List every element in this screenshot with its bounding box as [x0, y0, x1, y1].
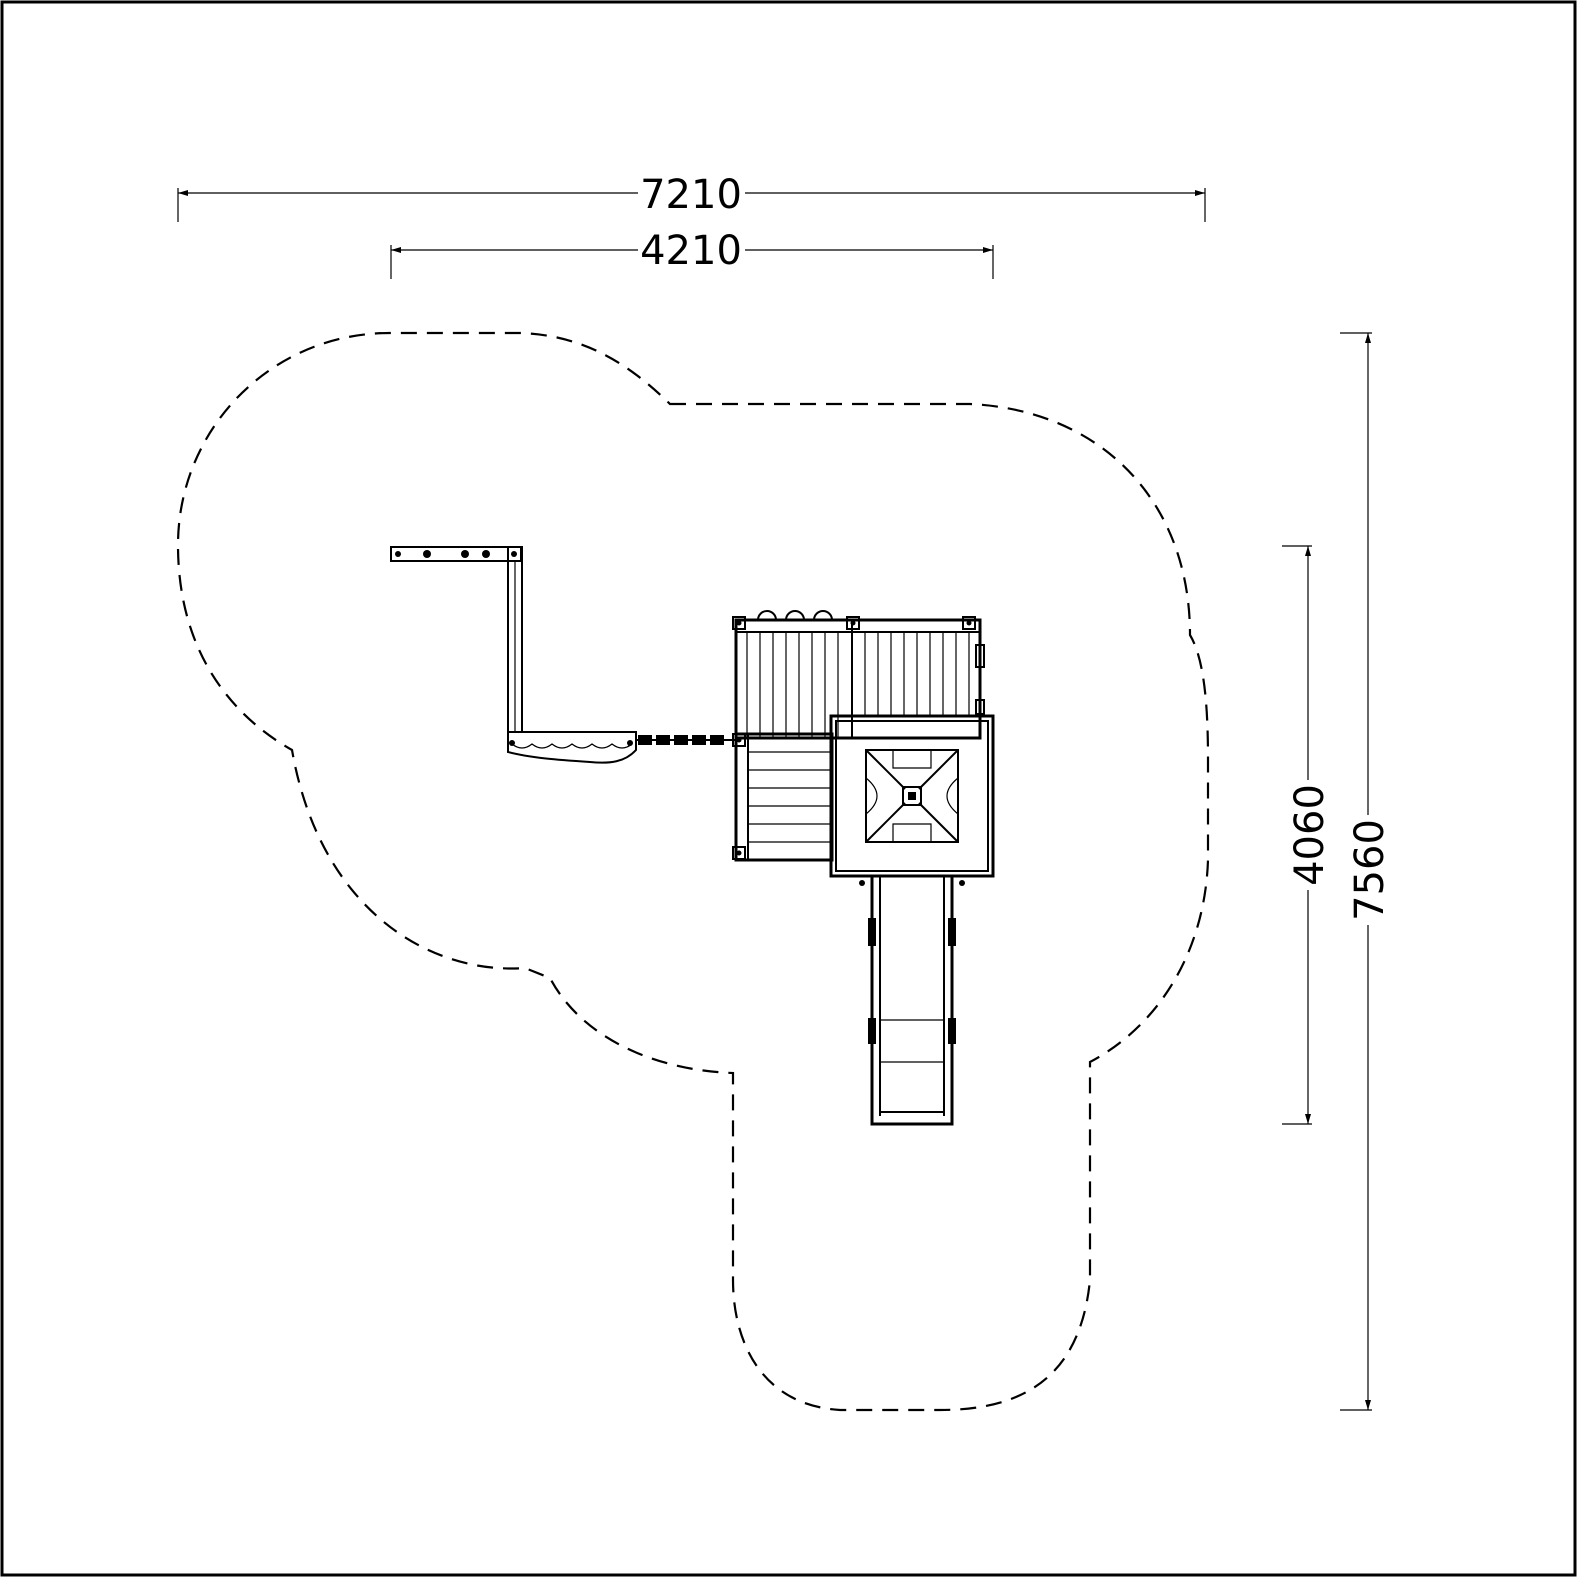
equipment-depth-label: 4060	[1287, 784, 1333, 886]
equipment-width-label: 4210	[640, 228, 742, 274]
tower-roof	[829, 714, 995, 886]
chain-connector	[636, 735, 738, 745]
dimension-overall-width: 7210	[177, 172, 1206, 222]
upper-deck	[732, 610, 985, 740]
dimension-equipment-width: 4210	[390, 228, 994, 279]
play-equipment	[390, 546, 995, 1126]
overall-width-label: 7210	[640, 172, 742, 218]
lower-deck	[732, 732, 834, 862]
slide	[868, 874, 956, 1126]
overall-depth-label: 7560	[1347, 819, 1393, 921]
dimension-overall-depth: 7560	[1340, 332, 1393, 1411]
swing-frame	[390, 546, 523, 733]
dimension-equipment-depth: 4060	[1282, 545, 1333, 1125]
safety-zone-outline	[176, 331, 1210, 1412]
wave-platform	[507, 731, 637, 764]
